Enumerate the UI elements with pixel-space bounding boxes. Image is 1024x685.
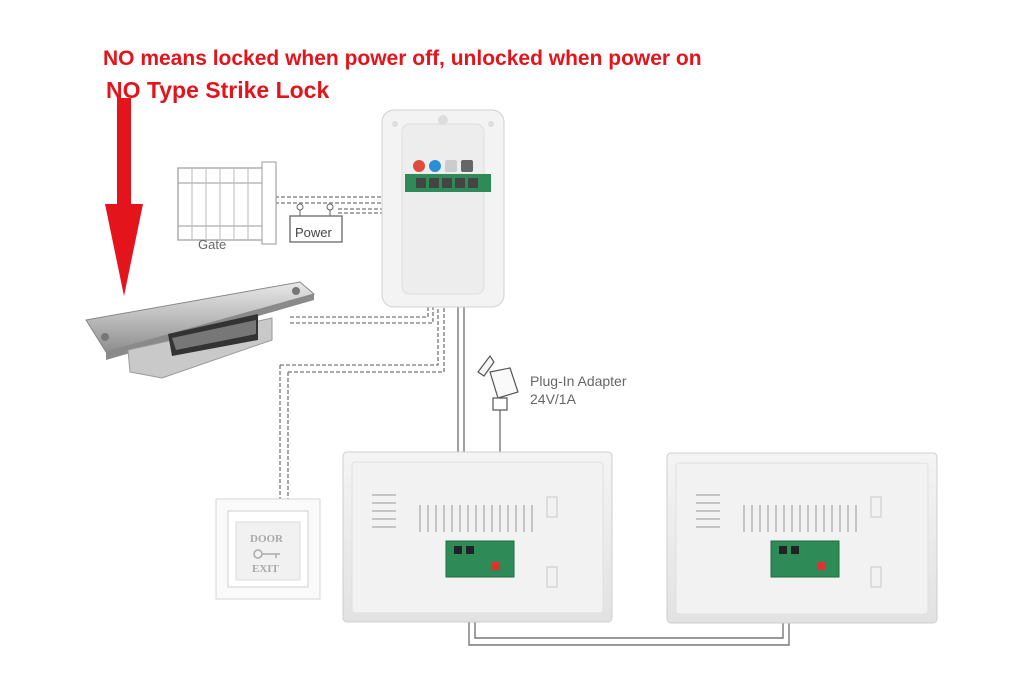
exit-button-top-label: DOOR — [250, 533, 284, 545]
header-line-2: NO Type Strike Lock — [106, 77, 330, 103]
plug-adapter-icon — [477, 354, 519, 411]
exit-button-bottom-label: EXIT — [252, 563, 280, 575]
battery-icon — [289, 203, 343, 243]
monitor-2-icon — [666, 452, 938, 624]
strike-lock-icon — [85, 281, 316, 379]
gate-icon — [177, 161, 277, 245]
header-line-1: NO means locked when power off, unlocked… — [103, 47, 702, 70]
key-icon — [253, 549, 280, 559]
power-label: Power — [295, 225, 333, 240]
exit-button-icon — [215, 498, 321, 600]
adapter-label-line2: 24V/1A — [530, 391, 577, 407]
monitor-1-icon — [342, 451, 613, 623]
door-station-icon — [381, 109, 505, 308]
down-arrow-icon — [105, 98, 143, 296]
gate-label: Gate — [198, 237, 226, 252]
adapter-label-line1: Plug-In Adapter — [530, 373, 627, 389]
